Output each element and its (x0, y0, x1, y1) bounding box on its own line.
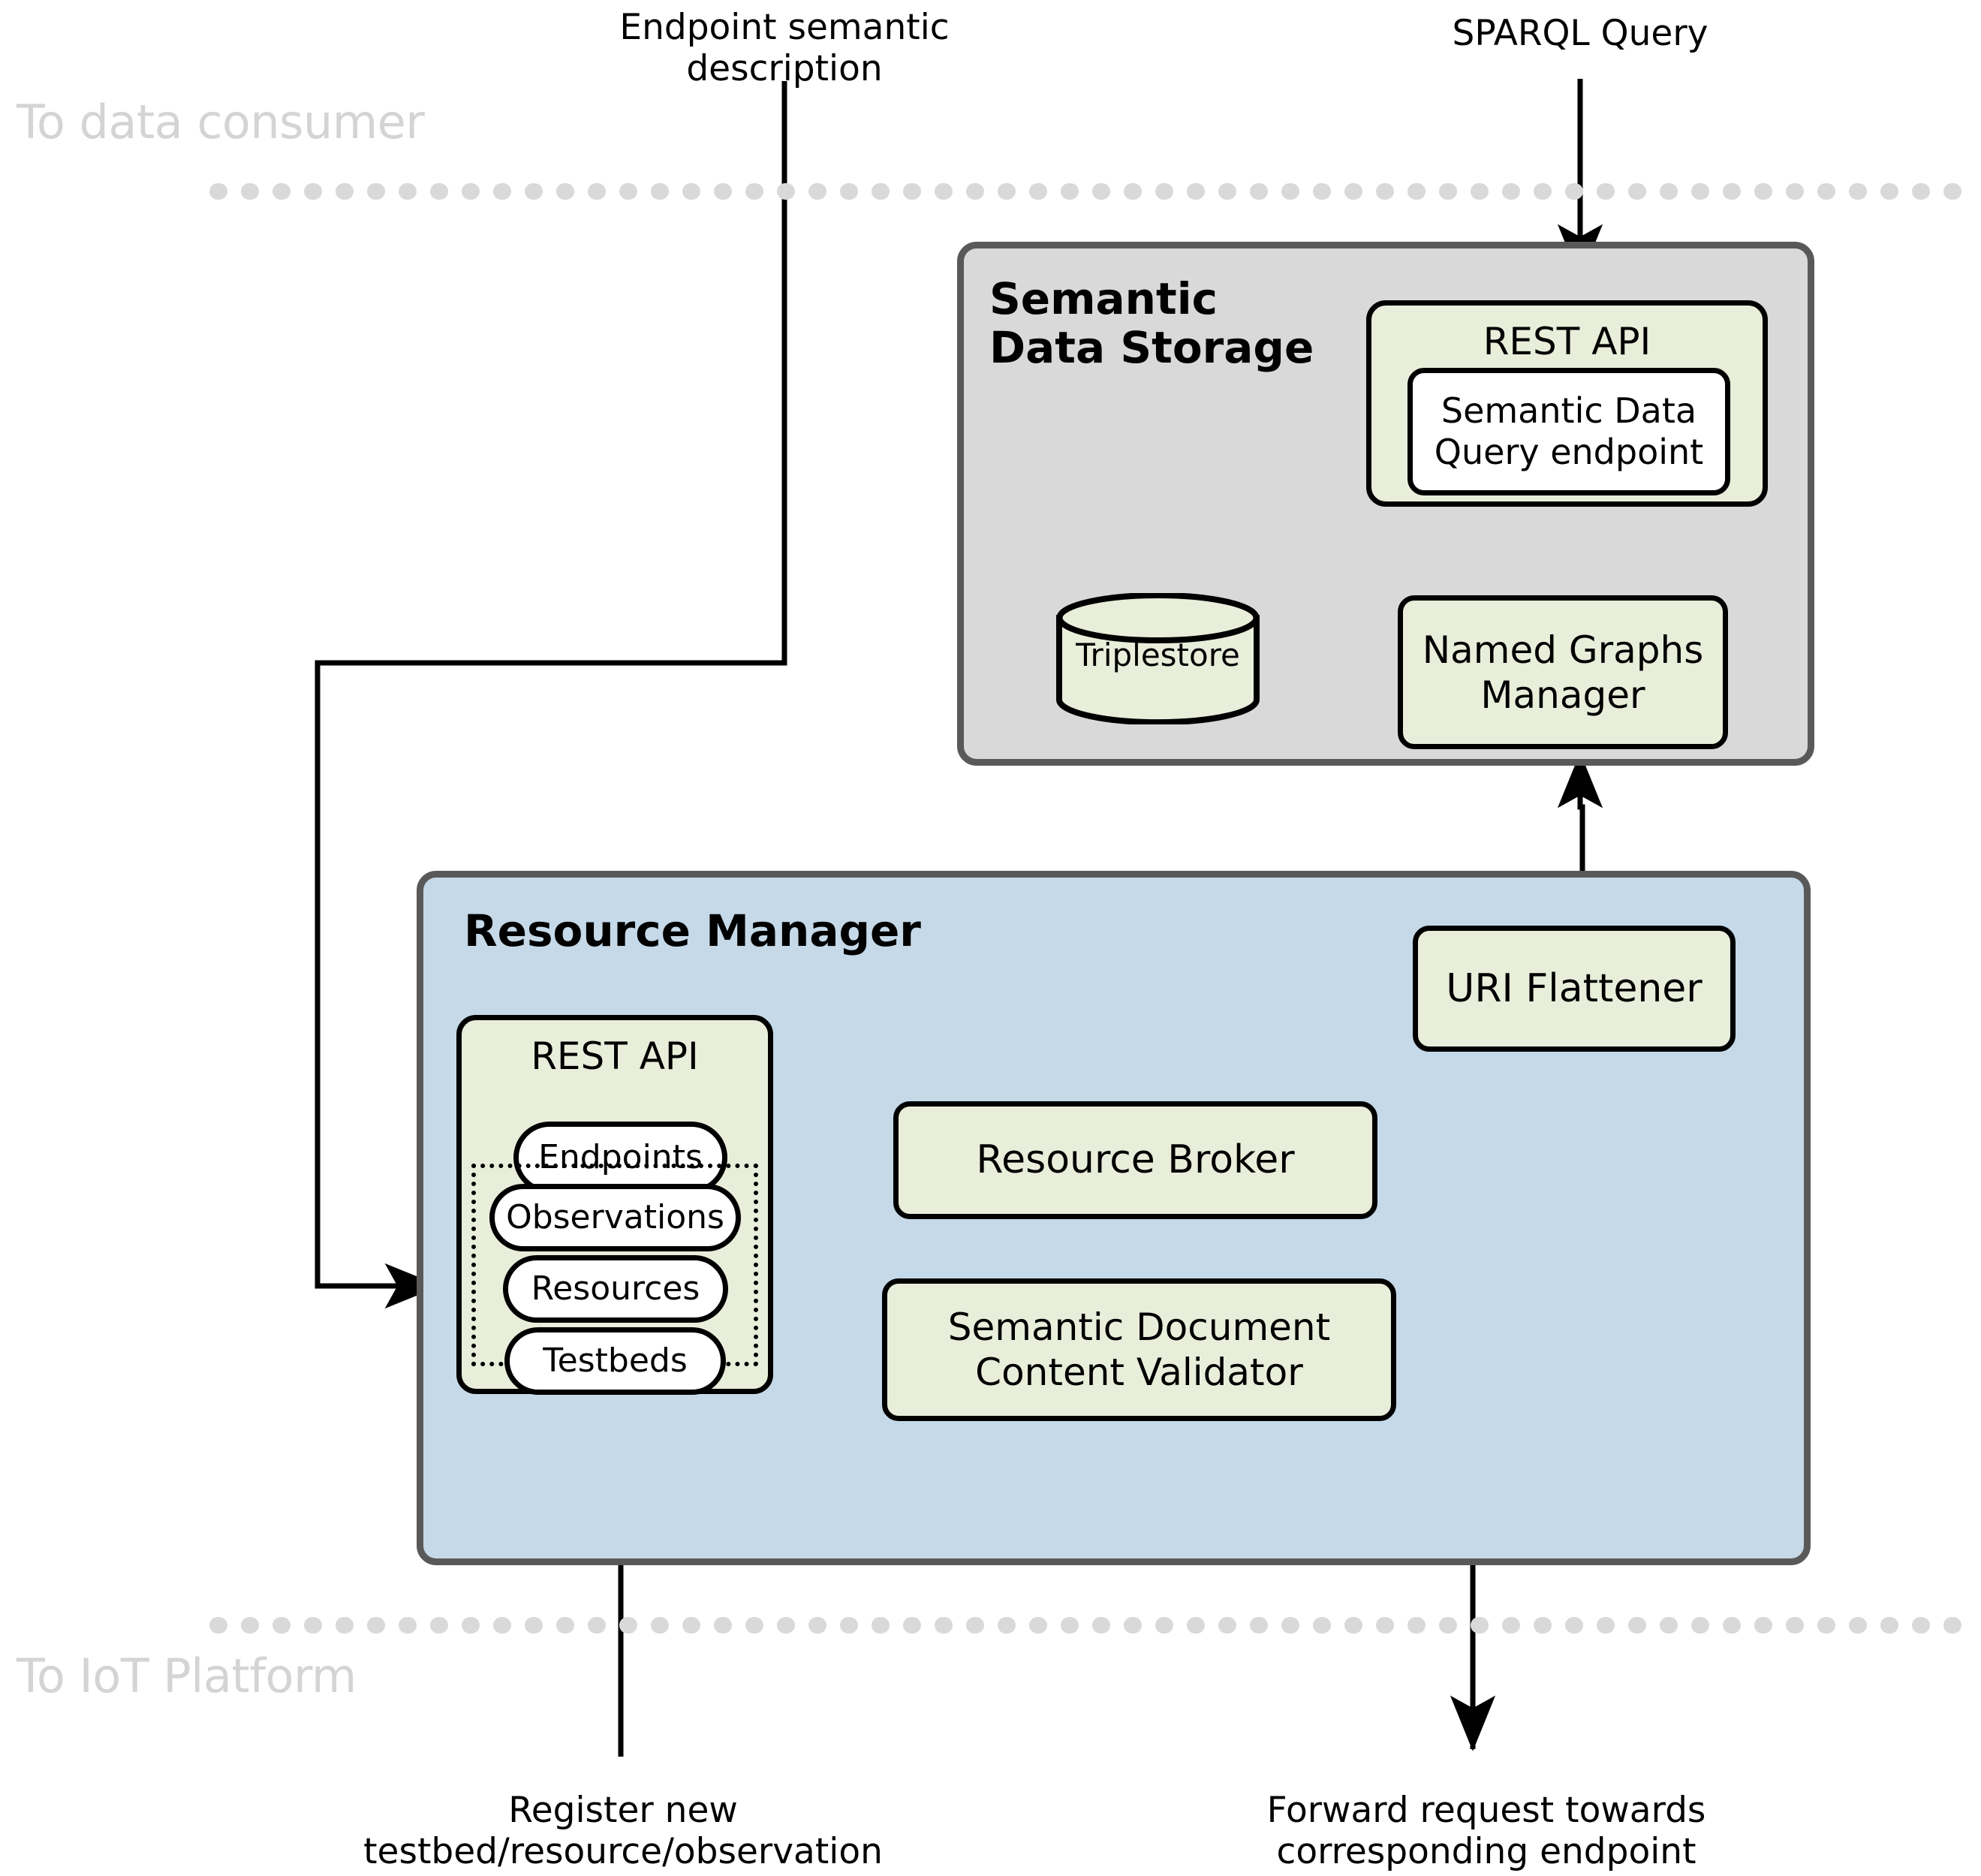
named-graphs-manager-label: Named Graphs Manager (1422, 628, 1704, 717)
label-sparql-query: SPARQL Query (1452, 13, 1709, 54)
storage-rest-api-label: REST API (1483, 320, 1651, 363)
endpoints-pill[interactable]: Endpoints (513, 1122, 727, 1194)
triplestore-label: Triplestore (1076, 637, 1240, 673)
triplestore-cylinder[interactable]: Triplestore (1055, 592, 1261, 726)
named-graphs-manager-box[interactable]: Named Graphs Manager (1398, 595, 1728, 749)
uri-flattener-label: URI Flattener (1446, 965, 1703, 1011)
resource-broker-label: Resource Broker (976, 1137, 1295, 1183)
manager-rest-api-label: REST API (531, 1034, 699, 1078)
resource-manager-title: Resource Manager (464, 905, 921, 956)
semantic-data-storage-title: Semantic Data Storage (989, 273, 1314, 373)
label-endpoint-semantic-description: Endpoint semantic description (619, 7, 950, 89)
semantic-data-query-endpoint-label: Semantic Data Query endpoint (1434, 390, 1704, 472)
uri-flattener-box[interactable]: URI Flattener (1413, 926, 1736, 1052)
zone-label-bottom: To IoT Platform (17, 1649, 357, 1703)
resources-label: Resources (531, 1269, 700, 1308)
resources-pill[interactable]: Resources (503, 1255, 728, 1323)
testbeds-label: Testbeds (543, 1341, 688, 1380)
resource-broker-box[interactable]: Resource Broker (893, 1101, 1377, 1219)
label-forward-request: Forward request towards corresponding en… (1266, 1790, 1706, 1872)
semantic-data-query-endpoint-box[interactable]: Semantic Data Query endpoint (1407, 368, 1730, 495)
semantic-document-content-validator-box[interactable]: Semantic Document Content Validator (882, 1278, 1396, 1421)
endpoints-label: Endpoints (538, 1137, 703, 1176)
testbeds-pill[interactable]: Testbeds (504, 1327, 726, 1395)
observations-label: Observations (506, 1197, 724, 1236)
observations-pill[interactable]: Observations (489, 1184, 741, 1251)
semantic-document-content-validator-label: Semantic Document Content Validator (947, 1305, 1331, 1394)
label-register-new: Register new testbed/resource/observatio… (363, 1790, 883, 1872)
zone-label-top: To data consumer (17, 95, 425, 149)
